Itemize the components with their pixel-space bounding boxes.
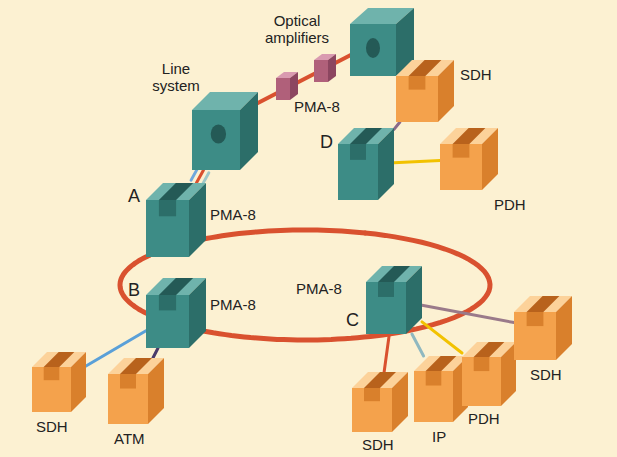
network-element: DPMA-8 xyxy=(338,128,394,200)
callout-label: Optical amplifiers xyxy=(252,12,342,46)
node-letter: B xyxy=(128,280,140,300)
box-shape xyxy=(440,128,498,190)
box-shape xyxy=(414,356,468,422)
box-shape xyxy=(366,266,422,334)
node-label: Line system xyxy=(146,60,206,94)
tributary-box: ATM xyxy=(108,358,164,424)
node-label: IP xyxy=(432,428,446,445)
node-label: SDH xyxy=(530,366,562,383)
tributary-link xyxy=(153,348,158,358)
box-shape xyxy=(108,358,164,424)
box-shape xyxy=(396,60,454,122)
network-element: Line system xyxy=(192,92,258,170)
node-label: ATM xyxy=(114,430,145,447)
optical-amplifier xyxy=(276,72,298,100)
tributary-box: PDH xyxy=(462,342,516,406)
node-label: PMA-8 xyxy=(294,98,340,115)
tributary-link xyxy=(196,170,203,183)
network-element: CPMA-8 xyxy=(366,266,422,334)
tributary-link xyxy=(422,305,514,322)
tributary-link xyxy=(394,122,400,129)
tributary-box: SDH xyxy=(352,372,408,432)
node-label: SDH xyxy=(36,418,68,435)
node-letter: D xyxy=(320,132,333,152)
network-element: BPMA-8 xyxy=(146,278,206,348)
box-shape xyxy=(352,372,408,432)
node-label: PDH xyxy=(468,410,500,427)
box-shape xyxy=(146,183,206,257)
tributary-box: SDH xyxy=(32,352,86,412)
node-label: PDH xyxy=(494,196,526,213)
tributary-box: IP xyxy=(414,356,468,422)
tributary-box: SDH xyxy=(514,296,572,360)
node-label: PMA-8 xyxy=(210,206,256,223)
tributary-link xyxy=(384,334,389,372)
box-shape xyxy=(32,352,86,412)
node-label: SDH xyxy=(460,66,492,83)
tributary-link xyxy=(422,322,462,353)
box-shape xyxy=(338,128,394,200)
box-shape xyxy=(514,296,572,360)
node-letter: A xyxy=(128,186,140,206)
tributary-link xyxy=(412,334,424,356)
node-label: PMA-8 xyxy=(210,296,256,313)
tributary-box: PDH xyxy=(440,128,498,190)
box-shape xyxy=(146,278,206,348)
far-line-system xyxy=(350,8,414,76)
tributary-link xyxy=(394,160,440,162)
node-label: SDH xyxy=(362,436,394,453)
ring-fiber xyxy=(120,255,150,315)
node-letter: C xyxy=(346,310,359,330)
network-element: APMA-8 xyxy=(146,183,206,257)
box-shape xyxy=(192,92,258,170)
ring-fiber xyxy=(365,233,490,334)
node-label: PMA-8 xyxy=(296,280,342,297)
tributary-box: SDH xyxy=(396,60,454,122)
box-shape xyxy=(462,342,516,406)
optical-amplifier xyxy=(314,54,336,82)
